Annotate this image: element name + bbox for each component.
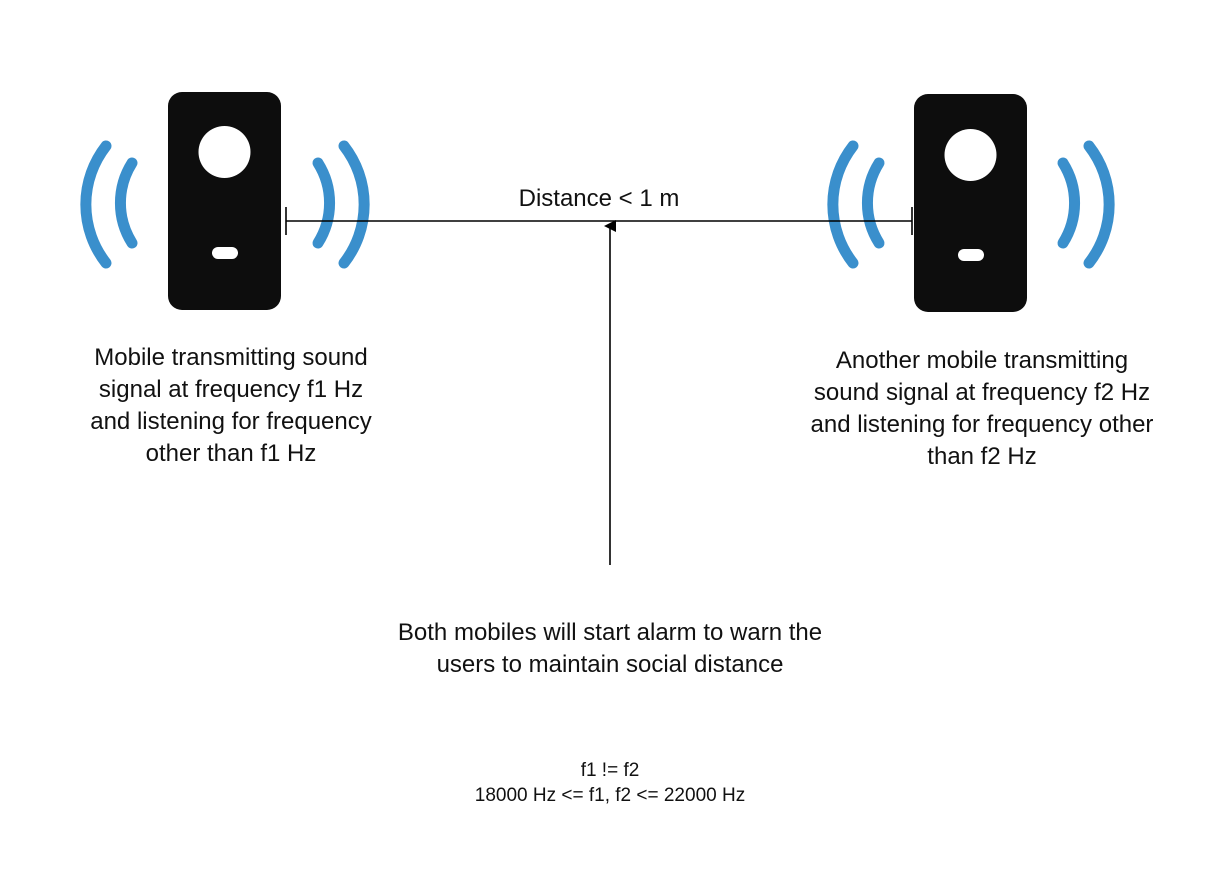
- left-device-caption: Mobile transmitting sound signal at freq…: [56, 342, 406, 470]
- right-device: [827, 94, 1115, 312]
- caption-line: Another mobile transmitting: [835, 347, 1129, 374]
- caption-line: Mobile transmitting sound: [94, 344, 368, 371]
- alarm-caption: Both mobiles will start alarm to warn th…: [340, 617, 880, 681]
- caption-line: users to maintain social distance: [436, 651, 784, 678]
- right-device-caption: Another mobile transmitting sound signal…: [777, 345, 1187, 473]
- frequency-conditions: f1 != f2 18000 Hz <= f1, f2 <= 22000 Hz: [410, 758, 810, 808]
- caption-line: than f2 Hz: [927, 443, 1037, 470]
- condition-line: 18000 Hz <= f1, f2 <= 22000 Hz: [474, 785, 746, 806]
- caption-line: sound signal at frequency f2 Hz: [813, 379, 1151, 406]
- distance-measure-line: [285, 207, 913, 235]
- condition-line: f1 != f2: [580, 760, 640, 781]
- right-speaker-phone-icon: [914, 94, 1027, 312]
- caption-line: signal at frequency f1 Hz: [98, 376, 364, 403]
- caption-line: other than f1 Hz: [145, 440, 317, 467]
- caption-line: Both mobiles will start alarm to warn th…: [397, 619, 823, 646]
- left-speaker-phone-icon: [168, 92, 281, 310]
- caption-line: and listening for frequency: [90, 408, 372, 435]
- left-device: [80, 92, 370, 310]
- caption-line: and listening for frequency other: [810, 411, 1154, 438]
- right-sound-waves-icon: [827, 140, 1115, 269]
- distance-label: Distance < 1 m: [519, 185, 680, 212]
- left-sound-waves-icon: [80, 140, 370, 269]
